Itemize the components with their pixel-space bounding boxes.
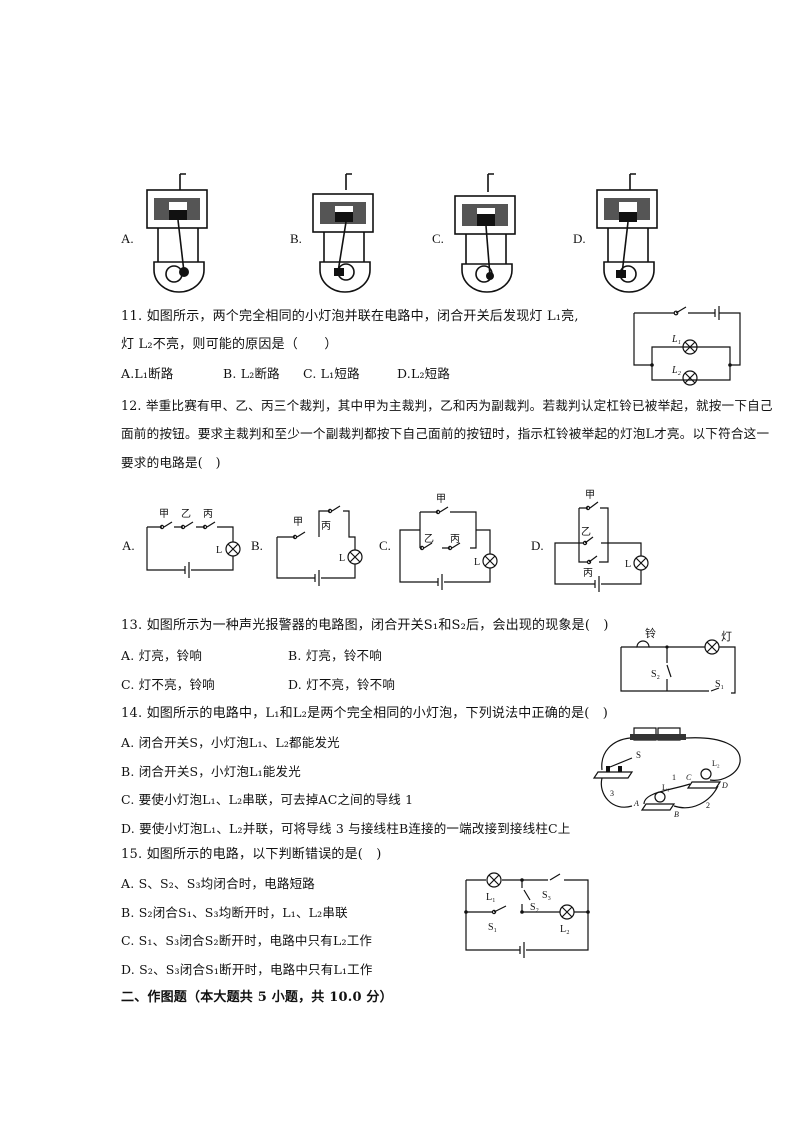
q14-stem: 14. 如图所示的电路中，L₁和L₂是两个完全相同的小灯泡，下列说法中正确的是(… [121,706,609,721]
engine-icon-d [596,173,658,293]
svg-text:S₁: S₁ [488,922,497,933]
q10-option-d-label: D. [573,231,586,246]
lamp-l2-holder-icon [686,768,722,789]
svg-text:乙: 乙 [424,533,434,545]
q12-stem-line2: 面前的按钮。要求主裁判和至少一个副裁判都按下自己面前的按钮时，指示杠铃被举起的灯… [121,426,770,441]
svg-text:S₂: S₂ [651,669,660,680]
q10-option-a-label: A. [121,231,134,246]
svg-text:乙: 乙 [181,508,191,520]
svg-text:丙: 丙 [321,521,331,532]
q11-circuit-diagram: L₁ L₂ [633,306,741,386]
battery-icon [630,727,686,741]
lamp-l1-icon [682,339,698,355]
svg-text:甲: 甲 [436,494,446,505]
svg-text:2: 2 [706,801,710,810]
q13-option-d[interactable]: D. 灯不亮，铃不响 [288,677,396,692]
svg-text:D: D [721,781,728,790]
svg-text:甲: 甲 [293,517,303,528]
svg-text:L: L [625,559,631,570]
switch-s-icon [592,757,634,779]
q12-option-b-label[interactable]: B. [251,538,263,553]
svg-text:铃: 铃 [645,626,656,640]
bell-icon [636,640,650,648]
q14-physical-circuit: S L₂ L₁ A B C D 1 2 3 [592,727,741,819]
svg-text:乙: 乙 [581,526,591,538]
svg-text:L₁: L₁ [662,783,670,792]
svg-text:C: C [686,773,692,782]
q13-option-a[interactable]: A. 灯亮，铃响 [121,648,203,663]
lamp-icon [704,639,720,655]
svg-text:L: L [216,545,222,556]
q15-option-d[interactable]: D. S₂、S₃闭合S₁断开时，电路中只有L₁工作 [121,962,373,977]
svg-text:甲: 甲 [585,490,595,501]
q12-circuit-d: 甲 乙 丙 L [554,490,649,592]
q11-option-c[interactable]: C. L₁短路 [303,366,360,381]
svg-text:A: A [633,799,639,808]
q13-stem: 13. 如图所示为一种声光报警器的电路图，闭合开关S₁和S₂后，会出现的现象是(… [121,618,609,633]
q11-option-b[interactable]: B. L₂断路 [223,366,280,381]
q15-option-c[interactable]: C. S₁、S₃闭合S₂断开时，电路中只有L₂工作 [121,933,373,948]
lamp-l2-icon [682,370,698,386]
q12-option-c-label[interactable]: C. [379,538,391,553]
engine-icon-c [454,173,516,293]
svg-text:1: 1 [672,773,676,782]
engine-icon-b [312,173,374,293]
q13-option-b[interactable]: B. 灯亮，铃不响 [288,648,382,663]
svg-text:丙: 丙 [583,568,593,579]
q14-option-c[interactable]: C. 要使小灯泡L₁、L₂串联，可去掉AC之间的导线 1 [121,792,414,807]
q14-option-b[interactable]: B. 闭合开关S，小灯泡L₁能发光 [121,764,301,779]
svg-text:丙: 丙 [203,509,213,520]
q11-option-a[interactable]: A.L₁断路 [121,366,174,381]
lamp-l2-icon [559,904,575,920]
svg-text:S₁: S₁ [715,679,724,690]
q12-option-d-label[interactable]: D. [531,538,544,553]
q15-circuit-diagram: L₁ L₂ S₁ S₂ S₃ [464,872,590,958]
svg-text:S₂: S₂ [530,902,539,913]
q10-option-c-label: C. [432,231,444,246]
q12-circuit-b: 甲 丙 L [276,505,363,586]
q13-circuit-diagram: 铃 灯 S₂ S₁ [620,626,736,694]
svg-text:L: L [474,557,480,568]
lamp-l1-icon [486,872,502,888]
q13-option-c[interactable]: C. 灯不亮，铃响 [121,677,215,692]
lamp-l1-holder-icon [640,791,676,811]
q12-circuit-c: 甲 乙 丙 L [399,494,498,590]
q12-stem-line3: 要求的电路是( ) [121,455,221,470]
svg-text:灯: 灯 [721,630,732,643]
q15-option-a[interactable]: A. S、S₂、S₃均闭合时，电路短路 [121,876,315,891]
q11-stem-line1: 11. 如图所示，两个完全相同的小灯泡并联在电路中，闭合开关后发现灯 L₁亮, [121,309,579,324]
q11-stem-line2: 灯 L₂不亮，则可能的原因是（ ） [121,337,338,352]
svg-text:丙: 丙 [450,534,460,545]
svg-text:L₁: L₁ [486,892,496,903]
svg-text:L₂: L₂ [560,924,570,935]
q11-fig-l2: L₂ [671,365,682,376]
svg-text:B: B [674,810,679,819]
q12-option-a-label[interactable]: A. [122,538,135,553]
section-2-heading: 二、作图题（本大题共 5 小题，共 10.0 分） [121,990,393,1005]
svg-text:L₂: L₂ [712,759,720,768]
q11-option-d[interactable]: D.L₂短路 [397,366,451,381]
svg-text:S: S [636,750,641,760]
q14-option-a[interactable]: A. 闭合开关S，小灯泡L₁、L₂都能发光 [121,735,340,750]
q12-stem-line1: 12. 举重比赛有甲、乙、丙三个裁判，其中甲为主裁判，乙和丙为副裁判。若裁判认定… [121,398,773,413]
q15-stem: 15. 如图所示的电路，以下判断错误的是( ) [121,847,382,862]
q11-fig-l1: L₁ [671,334,681,345]
svg-text:S₃: S₃ [542,890,551,901]
svg-text:3: 3 [610,789,614,798]
q10-option-b-label: B. [290,231,302,246]
svg-text:甲: 甲 [159,509,169,520]
q15-option-b[interactable]: B. S₂闭合S₁、S₃均断开时，L₁、L₂串联 [121,905,348,920]
svg-text:L: L [339,553,345,564]
q12-circuit-a: 甲 乙 丙 L [146,508,241,578]
q14-option-d[interactable]: D. 要使小灯泡L₁、L₂并联，可将导线 3 与接线柱B连接的一端改接到接线柱C… [121,821,571,836]
engine-icon-a [146,173,208,293]
